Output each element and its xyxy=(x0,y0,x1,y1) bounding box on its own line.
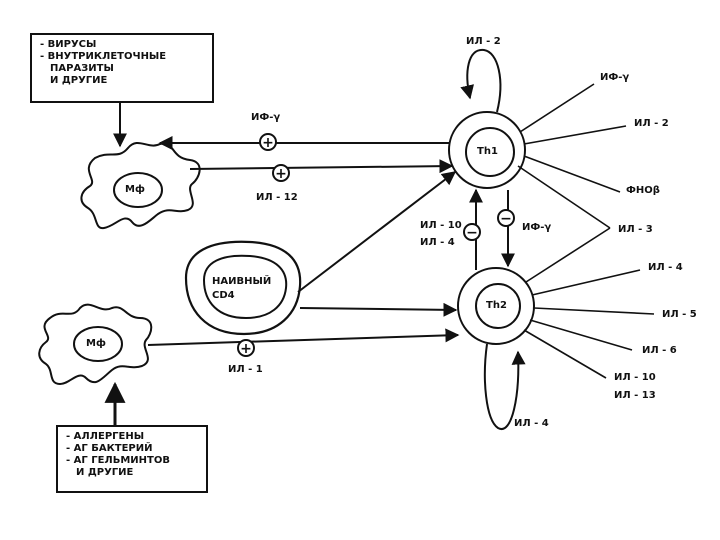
label-th2: Th2 xyxy=(486,300,507,311)
minus-sign-ifg: − xyxy=(497,209,515,227)
ray-th2-il5 xyxy=(533,307,655,315)
svg-text:−: − xyxy=(466,225,478,241)
svg-text:+: + xyxy=(262,135,274,151)
loop-il2-th1 xyxy=(460,48,502,113)
label-mf-top: Мф xyxy=(125,184,145,195)
label-th1-out-ifg: ИФ-γ xyxy=(600,72,630,83)
ray-th1-il3 xyxy=(517,165,611,229)
label-th1-out-fno: ФНОβ xyxy=(626,185,660,196)
bottom-box-line-2: - АГ БАКТЕРИЙ xyxy=(66,443,153,454)
bottom-box-line-4: И ДРУГИЕ xyxy=(76,467,134,478)
label-naive-2: CD4 xyxy=(212,290,235,301)
label-mf-bottom: Мф xyxy=(86,338,106,349)
ray-th2-il4 xyxy=(531,269,641,296)
label-il12: ИЛ - 12 xyxy=(256,192,298,203)
label-th1-out-il2: ИЛ - 2 xyxy=(634,118,669,129)
svg-text:+: + xyxy=(240,341,252,357)
th2-nucleus xyxy=(475,283,521,329)
label-il4-mid: ИЛ - 4 xyxy=(420,237,455,248)
ray-th1-il2 xyxy=(523,125,627,145)
naive-cd4-nucleus xyxy=(202,254,288,320)
arrow-mf-to-th2 xyxy=(147,328,460,346)
ray-th2-il10 xyxy=(523,329,607,379)
arrow-naive-to-th2 xyxy=(299,302,458,317)
top-box-line-3: ПАРАЗИТЫ xyxy=(50,63,114,74)
ray-th1-fno xyxy=(523,155,621,193)
pathogen-box-bottom: - АЛЛЕРГЕНЫ - АГ БАКТЕРИЙ - АГ ГЕЛЬМИНТО… xyxy=(56,425,208,493)
plus-sign-il1: + xyxy=(237,339,255,357)
ray-th2-il3 xyxy=(525,227,611,283)
arrow-mf-to-th1 xyxy=(189,159,454,174)
label-if-gamma-top: ИФ-γ xyxy=(251,112,281,123)
top-box-line-1: - ВИРУСЫ xyxy=(40,39,97,50)
macrophage-top-nucleus xyxy=(113,172,163,208)
bottom-box-line-3: - АГ ГЕЛЬМИНТОВ xyxy=(66,455,170,466)
label-naive-1: НАИВНЫЙ xyxy=(212,276,272,287)
svg-text:−: − xyxy=(500,211,512,227)
bottom-box-line-1: - АЛЛЕРГЕНЫ xyxy=(66,431,145,442)
arrow-naive-to-th1 xyxy=(297,171,457,293)
ray-th2-il6 xyxy=(529,319,633,351)
label-th2-out-il5: ИЛ - 5 xyxy=(662,309,697,320)
label-th1-out-il3: ИЛ - 3 xyxy=(618,224,653,235)
minus-sign-il10: − xyxy=(463,223,481,241)
label-th2-out-il6: ИЛ - 6 xyxy=(642,345,677,356)
label-th2-out-il10: ИЛ - 10 xyxy=(614,372,656,383)
label-il10-mid: ИЛ - 10 xyxy=(420,220,462,231)
label-il2-loop: ИЛ - 2 xyxy=(466,36,501,47)
plus-sign-il12: + xyxy=(272,164,290,182)
label-il4-loop: ИЛ - 4 xyxy=(514,418,549,429)
label-th1: Th1 xyxy=(477,146,498,157)
label-il1: ИЛ - 1 xyxy=(228,364,263,375)
label-if-gamma-mid: ИФ-γ xyxy=(522,222,552,233)
label-th2-out-il13: ИЛ - 13 xyxy=(614,390,656,401)
label-th2-out-il4: ИЛ - 4 xyxy=(648,262,683,273)
svg-text:+: + xyxy=(275,166,287,182)
ray-th1-ifg xyxy=(519,83,595,133)
plus-sign-ifg: + xyxy=(259,133,277,151)
macrophage-bottom-nucleus xyxy=(73,326,123,362)
pathogen-box-top: - ВИРУСЫ - ВНУТРИКЛЕТОЧНЫЕ ПАРАЗИТЫ И ДР… xyxy=(30,33,214,103)
loop-il4-th2 xyxy=(483,343,526,430)
top-box-line-2: - ВНУТРИКЛЕТОЧНЫЕ xyxy=(40,51,167,62)
top-box-line-4: И ДРУГИЕ xyxy=(50,75,108,86)
th1-nucleus xyxy=(465,127,515,177)
